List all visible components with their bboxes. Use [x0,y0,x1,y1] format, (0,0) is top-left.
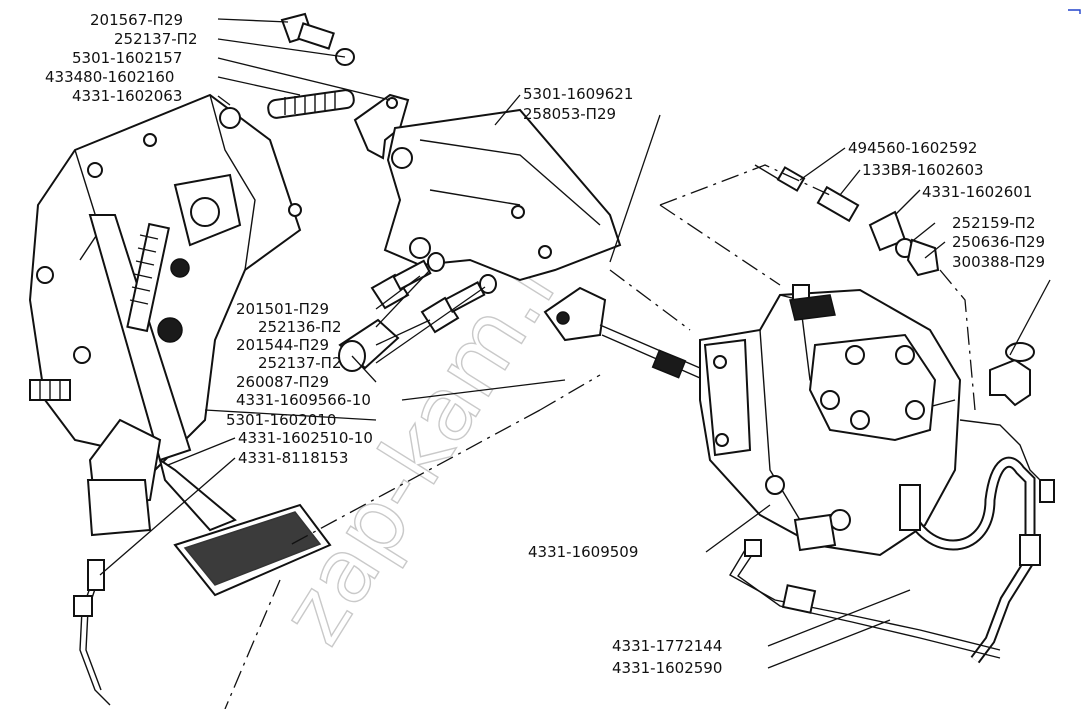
bolts-middle [370,252,497,334]
axis-line-1 [609,269,691,331]
axis-line-3 [659,204,781,286]
spring-bracket [353,93,410,160]
label-201501-p29: 201501-П29 [236,300,329,318]
label-4331-1602590: 4331-1602590 [612,659,722,677]
label-201544-p29: 201544-П29 [236,336,329,354]
label-5301-1602157: 5301-1602157 [72,49,182,67]
pedal-pad [173,503,332,597]
clevis-rod [543,286,701,379]
clutch-booster [699,284,962,557]
clevis-pin [338,318,400,372]
label-4331-1609509: 4331-1609509 [528,543,638,561]
label-258053-p29: 258053-П29 [523,105,616,123]
tension-spring [267,89,355,119]
label-250636-p29: 250636-П29 [952,233,1045,251]
pedal-bracket [28,93,302,472]
fitting-set-top [754,164,940,277]
axis-line-5 [539,374,601,411]
label-5301-1609621: 5301-1609621 [523,85,633,103]
return-spring [126,222,190,343]
corner-mark [1068,9,1081,14]
label-252137-p2-top: 252137-П2 [114,30,198,48]
label-4331-1602063: 4331-1602063 [72,87,182,105]
label-252136-p2: 252136-П2 [258,318,342,336]
label-4331-1602510-10: 4331-1602510-10 [238,429,373,447]
label-494560-1602592: 494560-1602592 [848,139,977,157]
label-4331-1602601: 4331-1602601 [922,183,1032,201]
axis-line-4 [289,409,541,546]
label-4331-1609566-10: 4331-1609566-10 [236,391,371,409]
sensor-wire [73,559,111,706]
label-252137-p2-mid: 252137-П2 [258,354,342,372]
label-260087-p29: 260087-П29 [236,373,329,391]
top-bolt [280,12,355,66]
pedal-stop-bolt [29,379,71,401]
pedal-lever [86,214,237,537]
label-5301-1602010: 5301-1602010 [226,411,336,429]
mounting-bracket [383,108,622,282]
label-4331-8118153: 4331-8118153 [238,449,348,467]
label-133vya-1602603: 133ВЯ-1602603 [862,161,984,179]
axis-line-6 [939,269,976,411]
label-252159-p2: 252159-П2 [952,214,1036,232]
leader-lines [99,18,1051,669]
elbow-fitting [989,342,1035,407]
brake-pipe [729,419,1055,659]
axis-line-7 [224,579,281,709]
hydraulic-hose [899,456,1041,664]
label-4331-1772144: 4331-1772144 [612,637,722,655]
label-433480-1602160: 433480-1602160 [45,68,174,86]
axis-line-2 [659,164,831,206]
label-300388-p29: 300388-П29 [952,253,1045,271]
label-201567-p29: 201567-П29 [90,11,183,29]
